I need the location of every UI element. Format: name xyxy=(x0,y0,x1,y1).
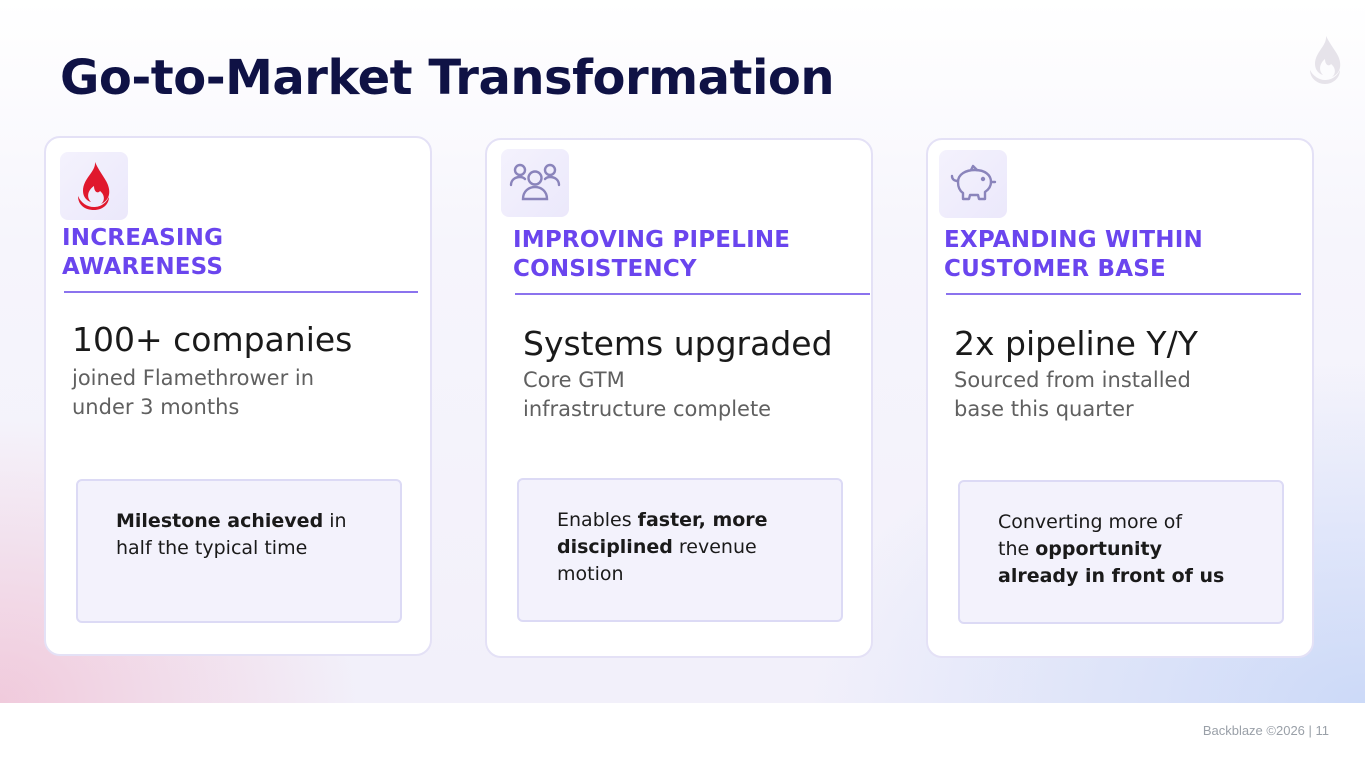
callout-text: Enables xyxy=(557,509,638,531)
callout-bold: disciplined xyxy=(557,536,673,558)
card-stat: Systems upgraded xyxy=(523,324,833,363)
callout-bold: faster, more xyxy=(637,509,768,531)
icon-tile xyxy=(939,150,1007,218)
card-subtext-line: joined Flamethrower in xyxy=(72,366,315,390)
card-heading-line: CONSISTENCY xyxy=(513,256,697,282)
footer-copyright: Backblaze ©2026 | 11 xyxy=(1202,723,1329,738)
card-stat: 2x pipeline Y/Y xyxy=(954,324,1198,363)
card-heading: INCREASING AWARENESS xyxy=(62,224,382,282)
card-expanding-customer-base: EXPANDING WITHIN CUSTOMER BASE 2x pipeli… xyxy=(926,138,1314,658)
card-subtext-line: Core GTM xyxy=(523,368,625,392)
card-callout: Converting more of the opportunity alrea… xyxy=(958,480,1284,624)
card-divider xyxy=(64,291,418,293)
callout-text: revenue xyxy=(672,536,757,558)
card-callout: Enables faster, more disciplined revenue… xyxy=(517,478,843,622)
card-subtext-line: base this quarter xyxy=(954,397,1134,421)
card-heading: IMPROVING PIPELINE CONSISTENCY xyxy=(513,226,833,284)
card-stat: 100+ companies xyxy=(72,320,353,359)
card-heading-line: AWARENESS xyxy=(62,254,224,280)
card-increasing-awareness: INCREASING AWARENESS 100+ companies join… xyxy=(44,136,432,656)
slide: Go-to-Market Transformation INCREASING A… xyxy=(0,0,1365,703)
icon-tile xyxy=(501,149,569,217)
card-subtext-line: under 3 months xyxy=(72,395,240,419)
card-subtext-line: infrastructure complete xyxy=(523,397,772,421)
callout-bold: already in front of us xyxy=(998,565,1225,587)
callout-text: in xyxy=(323,510,347,532)
card-subtext-line: Sourced from installed xyxy=(954,368,1191,392)
card-subtext: Sourced from installed base this quarter xyxy=(954,366,1191,424)
callout-bold: opportunity xyxy=(1035,538,1163,560)
flame-icon xyxy=(78,162,110,210)
card-callout: Milestone achieved in half the typical t… xyxy=(76,479,402,623)
slide-title: Go-to-Market Transformation xyxy=(60,50,835,106)
card-heading: EXPANDING WITHIN CUSTOMER BASE xyxy=(944,226,1264,284)
card-divider xyxy=(515,293,870,295)
card-subtext: joined Flamethrower in under 3 months xyxy=(72,364,314,422)
icon-tile xyxy=(60,152,128,220)
card-improving-pipeline: IMPROVING PIPELINE CONSISTENCY Systems u… xyxy=(485,138,873,658)
callout-text: the xyxy=(998,538,1036,560)
card-heading-line: IMPROVING PIPELINE xyxy=(513,227,791,253)
people-group-icon xyxy=(509,163,561,201)
callout-text: half the typical time xyxy=(116,537,308,559)
card-heading-line: EXPANDING WITHIN xyxy=(944,227,1203,253)
callout-text: motion xyxy=(557,563,624,585)
piggy-bank-icon xyxy=(950,164,997,201)
callout-bold: Milestone achieved xyxy=(116,510,324,532)
card-heading-line: CUSTOMER BASE xyxy=(944,256,1166,282)
card-subtext: Core GTM infrastructure complete xyxy=(523,366,771,424)
card-divider xyxy=(946,293,1301,295)
callout-text: Converting more of xyxy=(998,511,1183,533)
card-heading-line: INCREASING xyxy=(62,225,224,251)
backblaze-logo-icon xyxy=(1310,36,1341,84)
